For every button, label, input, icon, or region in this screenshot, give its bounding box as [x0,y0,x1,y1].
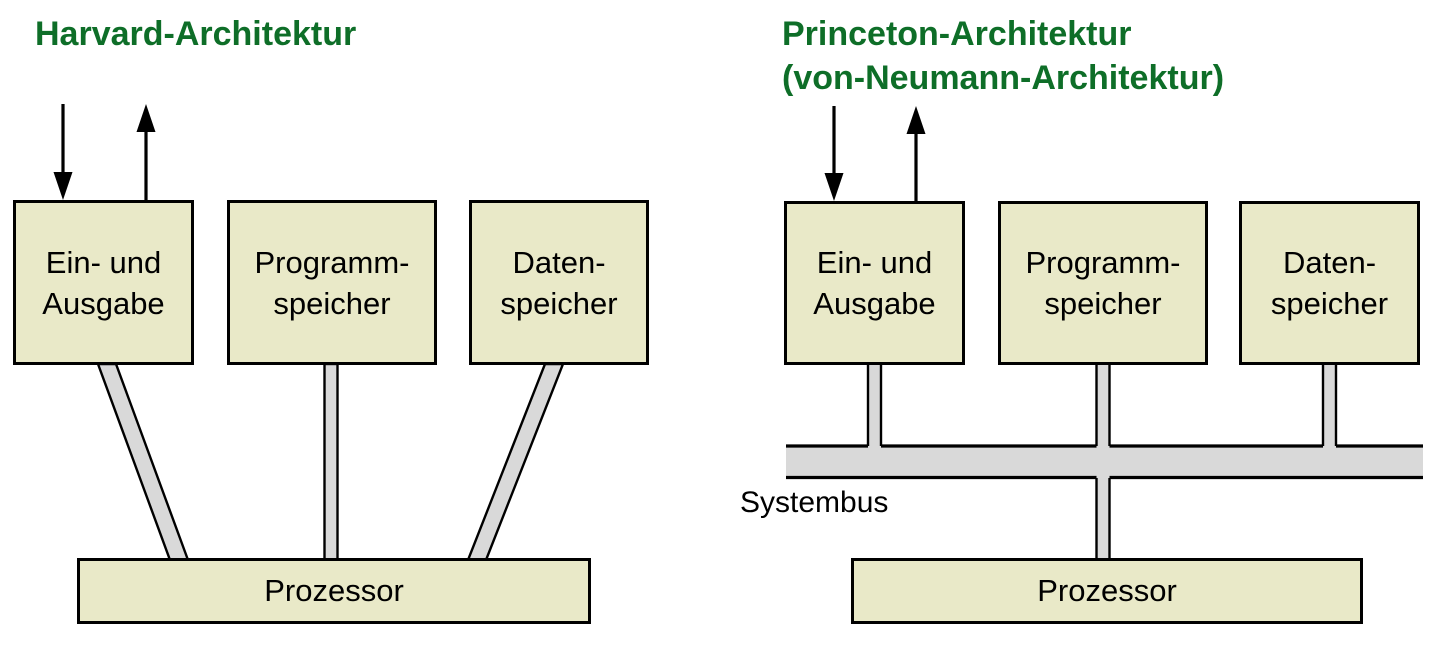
princeton-program-label-line1: Programm- [1025,245,1181,280]
princeton-data-label-line2: speicher [1270,286,1389,321]
princeton-title-line2: (von-Neumann-Architektur) [782,59,1225,97]
harvard-io-box: Ein- und Ausgabe [13,200,194,365]
harvard-io-processor-connector [96,362,190,562]
harvard-title: Harvard-Architektur [35,15,357,53]
systembus-label: Systembus [740,486,889,519]
princeton-program-bus-connector [1095,364,1111,450]
harvard-processor-label: Prozessor [264,573,404,608]
harvard-program-label-line1: Programm- [254,244,410,280]
harvard-input-arrow-icon [53,104,73,200]
princeton-data-bus-connector [1321,364,1338,450]
princeton-io-label-line2: Ausgabe [813,286,936,321]
princeton-title: Princeton-Architektur (von-Neumann-Archi… [782,12,1224,100]
princeton-io-box: Ein- und Ausgabe [784,201,965,365]
harvard-data-memory-box: Daten- speicher [469,200,649,365]
princeton-program-memory-box: Programm- speicher [998,201,1208,365]
harvard-data-label-line2: speicher [500,285,618,321]
princeton-processor-box: Prozessor [851,558,1363,624]
princeton-data-label-line1: Daten- [1282,245,1377,280]
princeton-title-line1: Princeton-Architektur [782,15,1132,53]
princeton-output-arrow-icon [906,106,926,202]
harvard-io-label-line2: Ausgabe [42,285,165,321]
princeton-io-label-line1: Ein- und [816,245,933,280]
harvard-program-memory-box: Programm- speicher [227,200,437,365]
harvard-data-processor-connector [466,362,565,562]
harvard-processor-box: Prozessor [77,558,591,624]
harvard-data-label-line1: Daten- [512,244,606,280]
harvard-program-label-line2: speicher [273,285,391,321]
harvard-program-processor-connector [323,362,339,562]
princeton-bus-processor-connector [1095,474,1111,560]
systembus-bar [786,446,1423,478]
harvard-output-arrow-icon [136,104,156,201]
princeton-processor-label: Prozessor [1037,573,1177,608]
princeton-input-arrow-icon [824,106,844,201]
princeton-io-bus-connector [866,364,883,450]
princeton-data-memory-box: Daten- speicher [1239,201,1420,365]
princeton-program-label-line2: speicher [1044,286,1162,321]
harvard-io-label-line1: Ein- und [45,244,162,280]
